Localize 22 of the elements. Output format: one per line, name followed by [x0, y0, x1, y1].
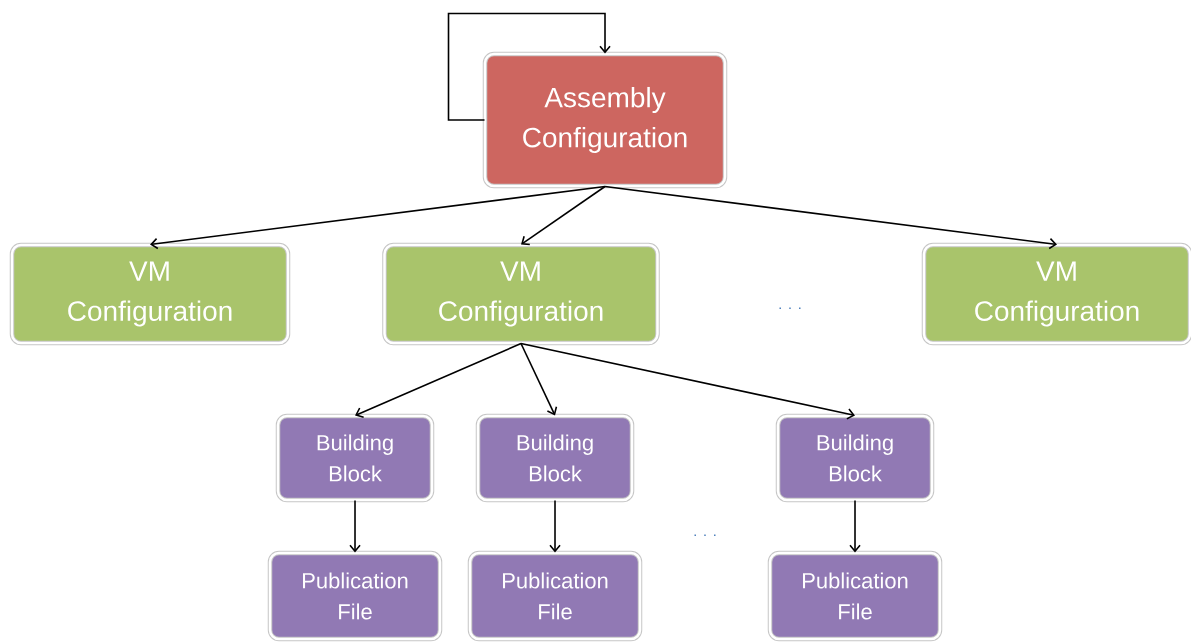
process-box: Building Block — [775, 413, 935, 503]
ellipsis: · · · — [694, 534, 716, 537]
arrow — [150, 185, 606, 250]
arrow — [447, 12, 611, 121]
arrow — [349, 499, 361, 553]
arrow — [520, 342, 558, 416]
process-box: Publication File — [467, 550, 643, 642]
process-box: Building Block — [475, 413, 635, 503]
process-box: VM Configuration — [9, 242, 291, 346]
process-box: Publication File — [767, 550, 943, 642]
process-box: Publication File — [267, 550, 443, 642]
process-box: VM Configuration — [382, 242, 660, 346]
arrow — [549, 499, 561, 553]
ellipsis: · · · — [779, 307, 801, 310]
arrow — [849, 499, 861, 553]
process-box: Assembly Configuration — [482, 51, 728, 189]
arrow — [355, 342, 522, 418]
arrow — [521, 185, 606, 246]
arrow — [520, 342, 855, 420]
arrow — [604, 185, 1057, 250]
process-box: Building Block — [275, 413, 435, 503]
process-box: VM Configuration — [921, 242, 1191, 346]
